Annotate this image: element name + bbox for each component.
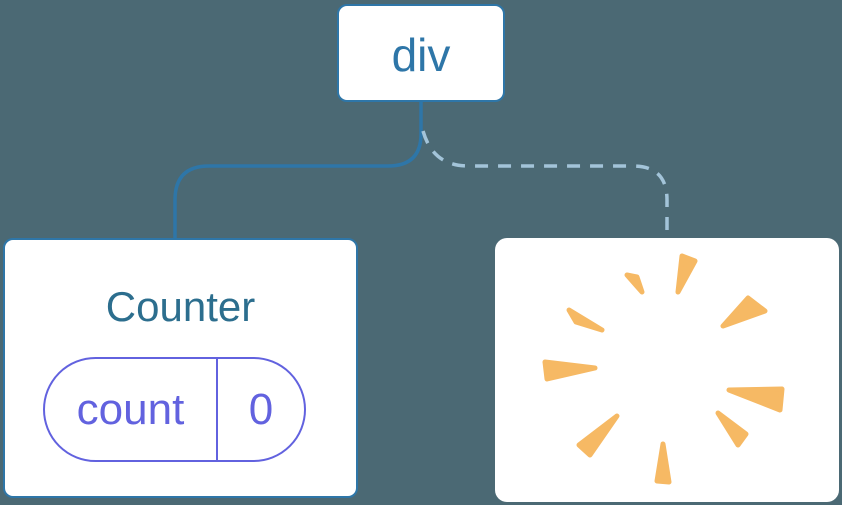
- counter-node: Counter count 0: [3, 238, 358, 498]
- div-node-label: div: [391, 29, 451, 81]
- state-value: 0: [248, 384, 274, 434]
- poof-icon: [542, 253, 785, 485]
- counter-node-title: Counter: [105, 283, 256, 330]
- state-pill: count 0: [43, 357, 306, 462]
- div-node: div: [337, 4, 505, 102]
- removed-node: [495, 238, 839, 502]
- state-value-segment: 0: [218, 359, 304, 460]
- state-name-segment: count: [45, 359, 218, 460]
- edge-div-to-counter: [173, 101, 423, 240]
- edge-div-to-removed: [421, 130, 669, 240]
- state-name: count: [76, 384, 185, 434]
